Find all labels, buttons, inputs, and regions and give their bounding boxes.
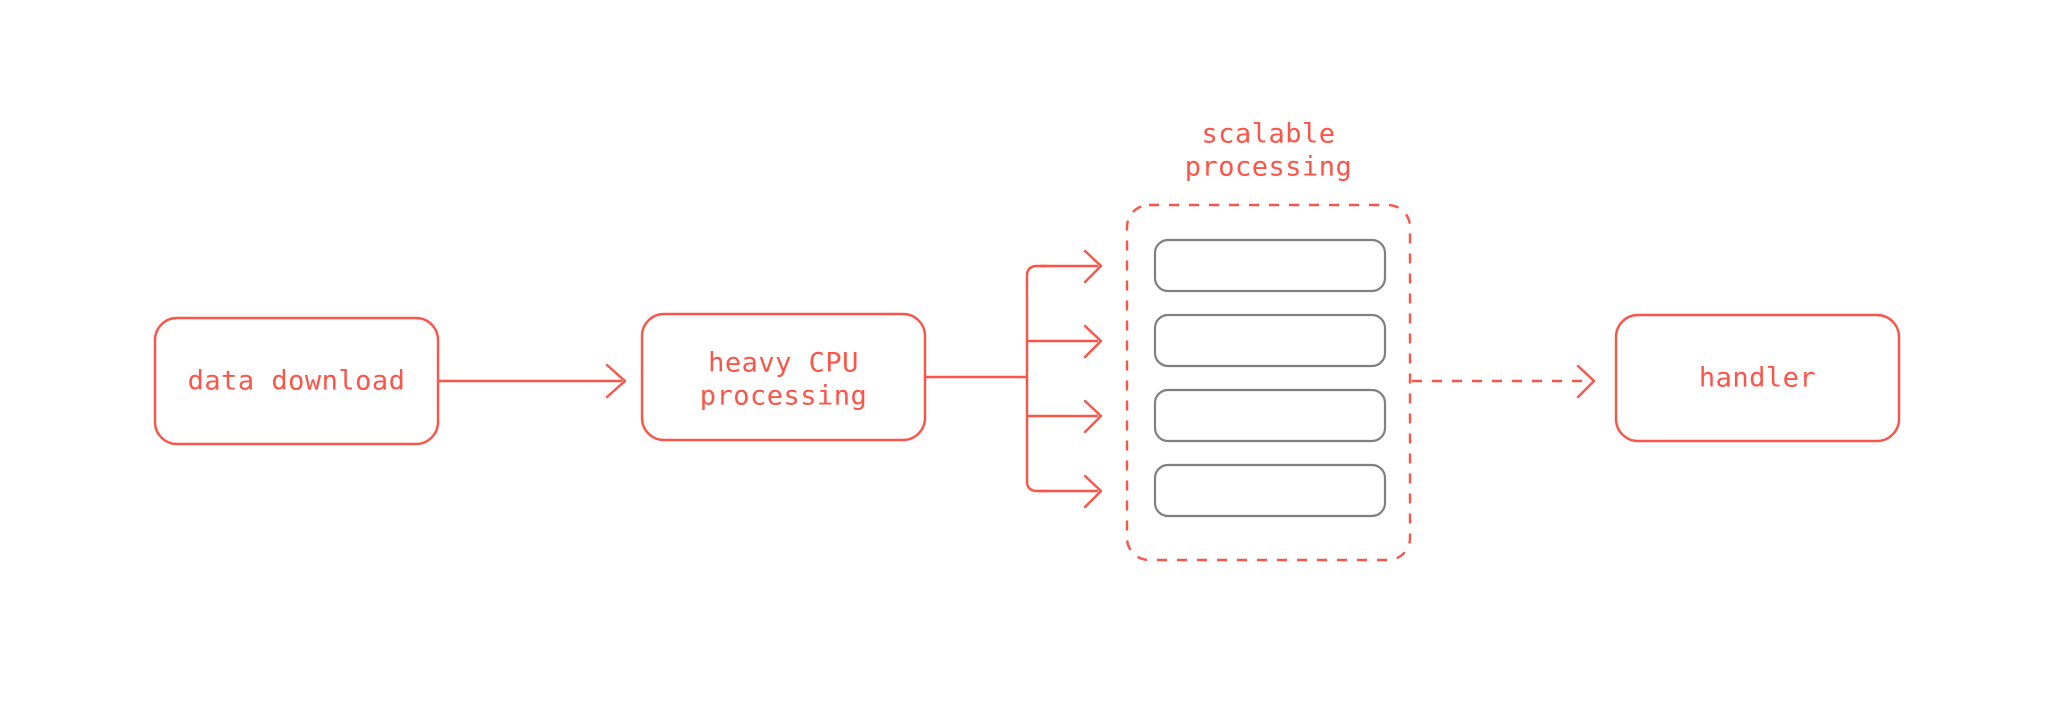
worker-4[interactable] bbox=[1153, 463, 1387, 518]
edge-branch-2-arrowhead bbox=[1083, 324, 1103, 359]
group-scalable-processing-border[interactable] bbox=[1125, 203, 1412, 562]
edge-branch-2 bbox=[1027, 324, 1103, 359]
worker-2-box[interactable] bbox=[1153, 313, 1387, 368]
edge-download-to-cpu-arrowhead bbox=[605, 363, 627, 399]
node-data-download-label: data download bbox=[188, 366, 406, 397]
worker-1[interactable] bbox=[1153, 238, 1387, 293]
edge-branch-4-arrowhead bbox=[1083, 474, 1103, 509]
edge-branch-1 bbox=[1040, 249, 1103, 284]
node-heavy-cpu-processing[interactable]: heavy CPU processing bbox=[640, 312, 927, 442]
worker-1-box[interactable] bbox=[1153, 238, 1387, 293]
edge-cpu-to-workers-trunk bbox=[1025, 264, 1049, 493]
edge-branch-3-arrowhead bbox=[1083, 399, 1103, 434]
edge-branch-1-arrowhead bbox=[1083, 249, 1103, 284]
worker-4-box[interactable] bbox=[1153, 463, 1387, 518]
edge-download-to-cpu bbox=[438, 363, 627, 399]
group-scalable-processing-caption-line2: processing bbox=[1185, 152, 1353, 183]
edge-workers-to-handler-arrowhead bbox=[1576, 364, 1596, 399]
group-scalable-processing-caption-line1: scalable bbox=[1201, 119, 1335, 150]
node-handler[interactable]: handler bbox=[1614, 313, 1901, 443]
worker-2[interactable] bbox=[1153, 313, 1387, 368]
edge-cpu-to-workers bbox=[925, 249, 1103, 509]
worker-3-box[interactable] bbox=[1153, 388, 1387, 443]
edge-branch-3 bbox=[1027, 399, 1103, 434]
node-heavy-cpu-processing-label-line2: processing bbox=[700, 381, 868, 412]
node-data-download[interactable]: data download bbox=[153, 316, 440, 446]
edge-branch-4 bbox=[1040, 474, 1103, 509]
worker-3[interactable] bbox=[1153, 388, 1387, 443]
node-handler-box[interactable] bbox=[1614, 313, 1901, 443]
group-scalable-processing[interactable]: scalable processing bbox=[1125, 119, 1412, 562]
edge-workers-to-handler bbox=[1412, 364, 1596, 399]
node-handler-label: handler bbox=[1699, 363, 1816, 394]
node-heavy-cpu-processing-label-line1: heavy CPU bbox=[708, 348, 859, 379]
